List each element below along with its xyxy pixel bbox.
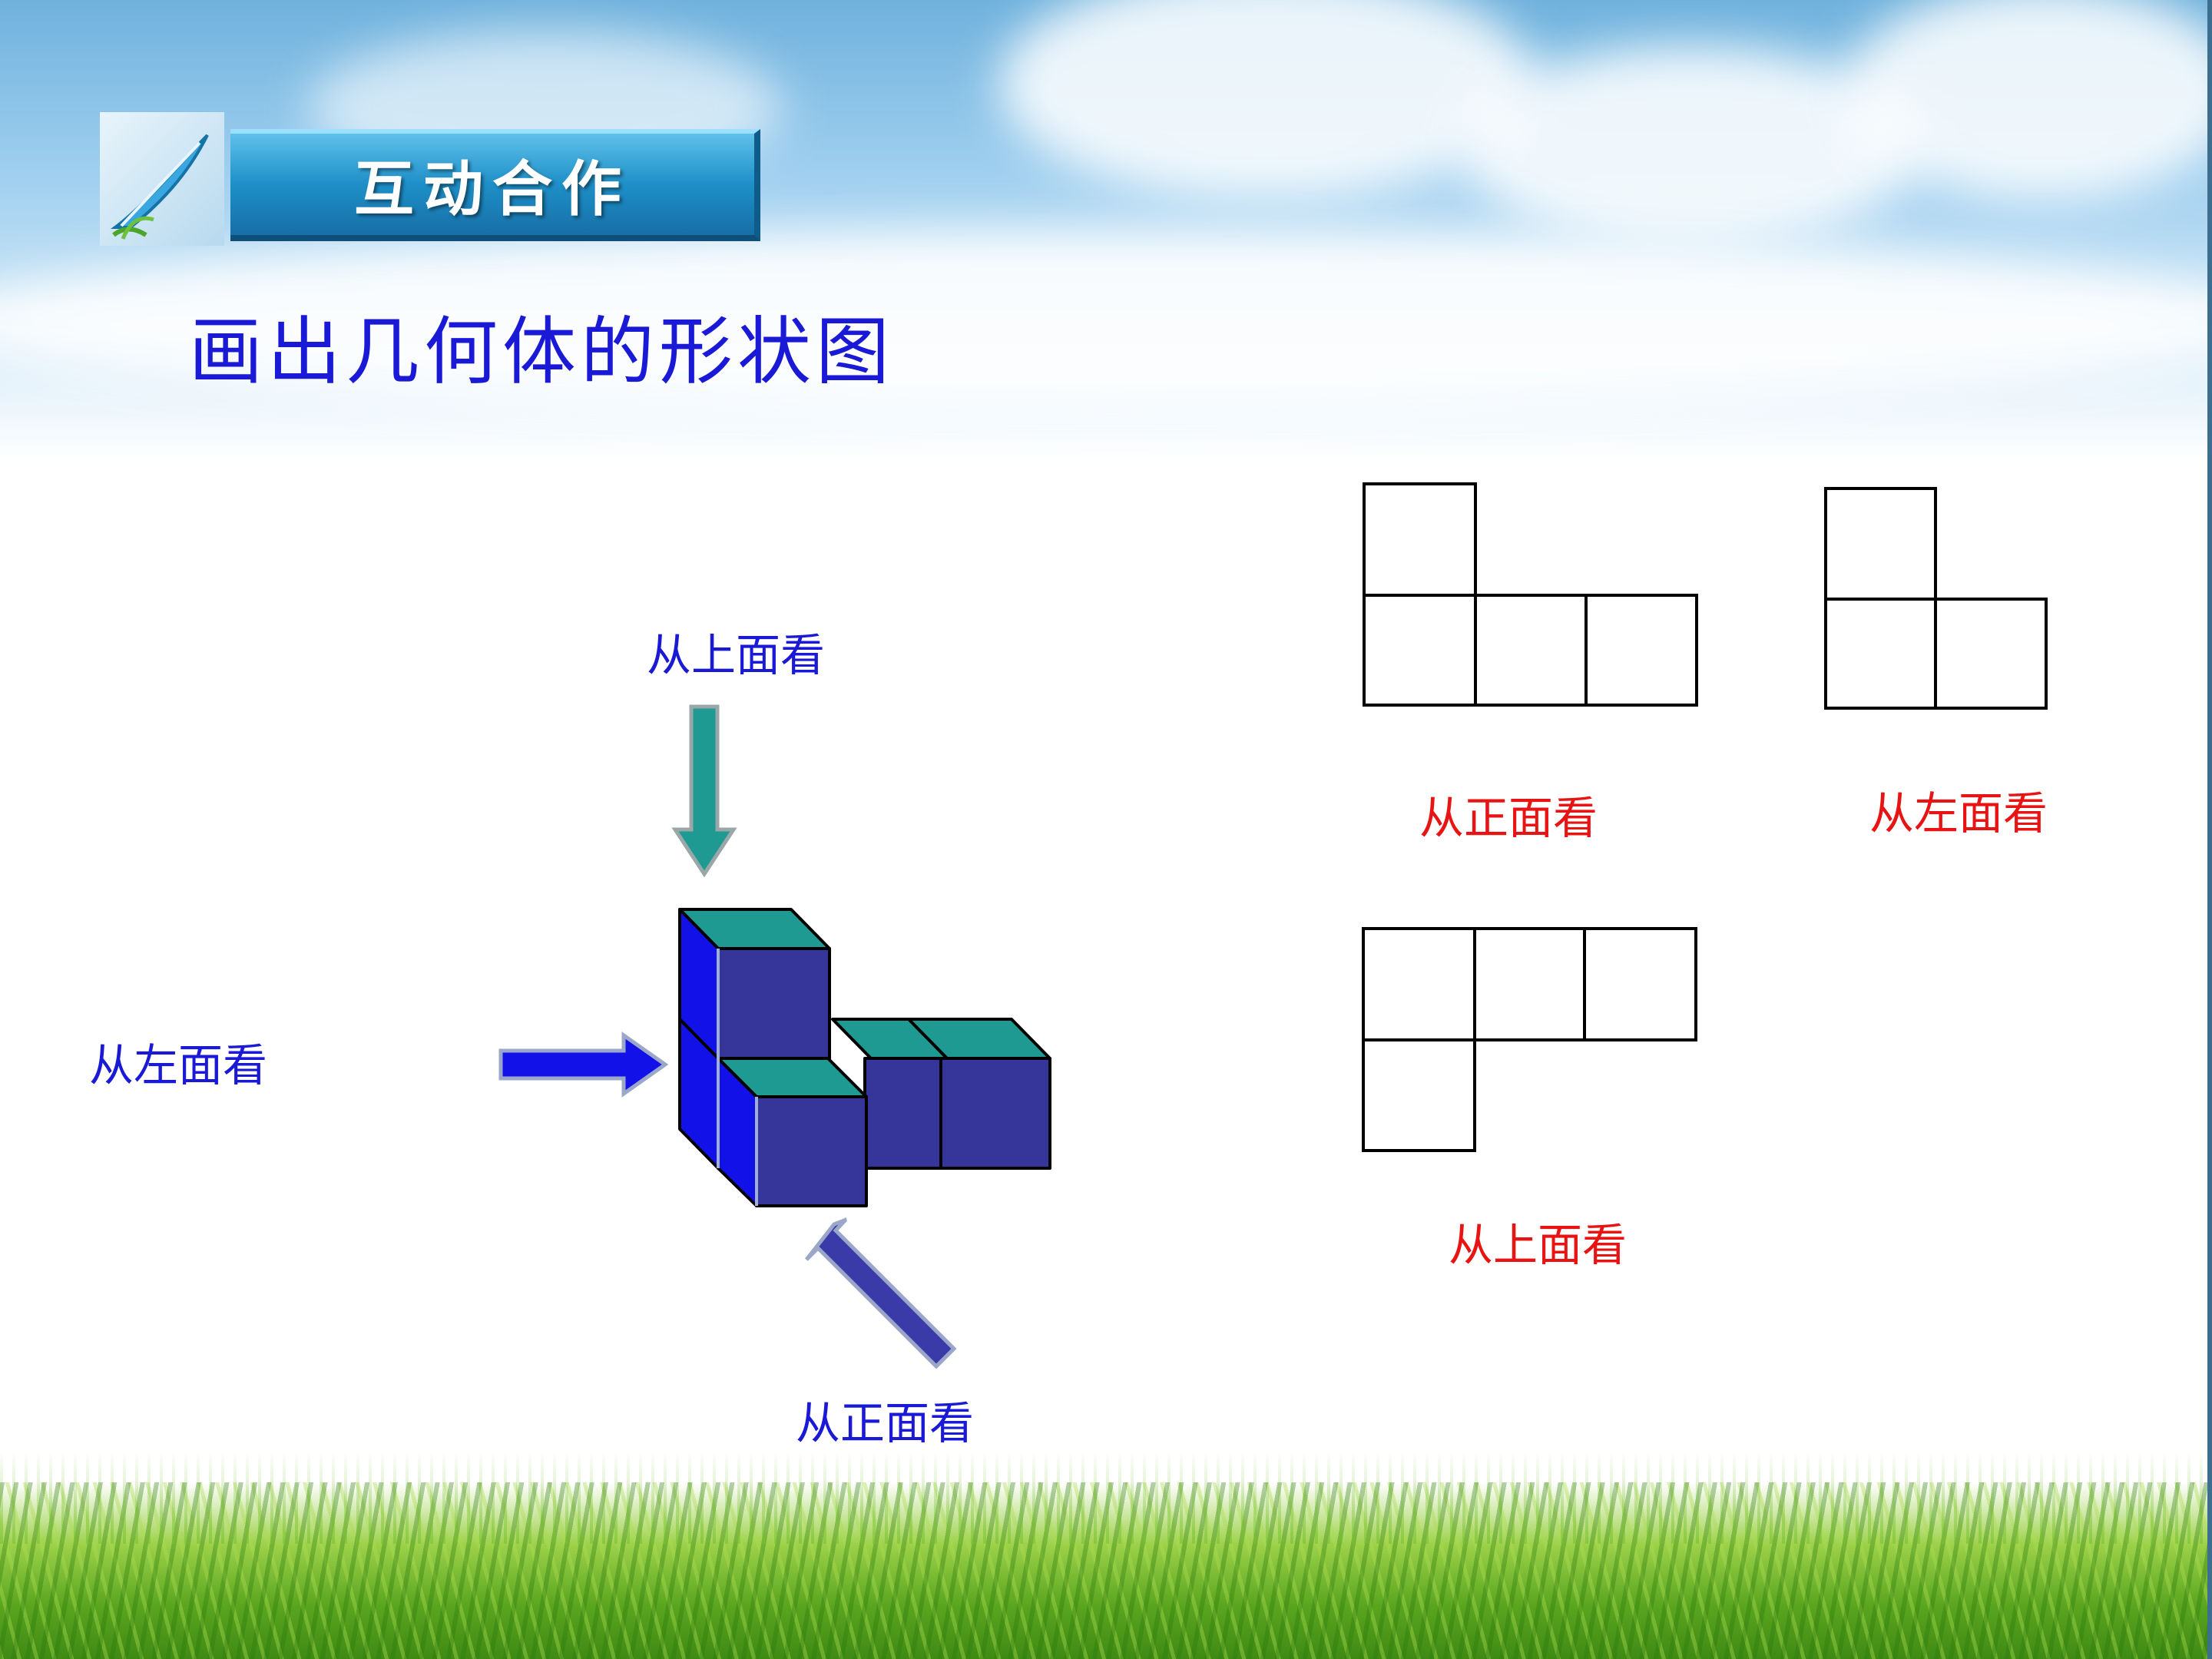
cloud (998, 0, 1536, 200)
section-badge: 互动合作 (230, 129, 760, 241)
label-view-from-top: 从上面看 (647, 629, 826, 681)
arrow-front (805, 1217, 957, 1369)
grid-cell (1473, 927, 1586, 1041)
grid-cell (1583, 927, 1697, 1041)
grid-cell (1934, 598, 2048, 710)
grid-cell (1363, 482, 1477, 597)
cloud (1843, 0, 2212, 200)
top-view-grid (1362, 927, 1697, 1152)
left-view-grid (1824, 487, 2048, 710)
section-badge-label: 互动合作 (353, 155, 631, 224)
cube-structure (678, 908, 1051, 1207)
front-view-caption: 从正面看 (1419, 792, 1598, 844)
grid-cell (1474, 594, 1588, 707)
cube-front-face (717, 947, 831, 1060)
top-view-caption: 从上面看 (1449, 1219, 1628, 1271)
cube-front-face (755, 1095, 868, 1207)
label-view-from-left: 从左面看 (89, 1039, 268, 1091)
label-view-from-front: 从正面看 (796, 1397, 975, 1449)
left-view-caption: 从左面看 (1869, 787, 2048, 839)
arrow-left (498, 1031, 669, 1098)
cube-front-face (939, 1057, 1051, 1170)
feather-pen-icon (111, 134, 209, 240)
arrow-top (671, 704, 737, 878)
grid-cell (1362, 1038, 1476, 1152)
cloud (0, 230, 2212, 415)
cube-top-face (831, 1018, 949, 1060)
front-view-grid (1363, 482, 1698, 707)
cloud (1459, 46, 1920, 246)
cube-front-face (863, 1057, 942, 1170)
section-header: 互动合作 (100, 112, 763, 246)
grass-blades (0, 1452, 2212, 1544)
slide-edge (2207, 0, 2212, 1659)
grid-cell (1362, 927, 1476, 1041)
page-title: 画出几何体的形状图 (189, 309, 894, 395)
grid-cell (1363, 594, 1477, 707)
grid-cell (1824, 487, 1937, 601)
feather-pen-icon (100, 112, 224, 246)
grid-cell (1824, 598, 1937, 710)
grid-cell (1584, 594, 1698, 707)
